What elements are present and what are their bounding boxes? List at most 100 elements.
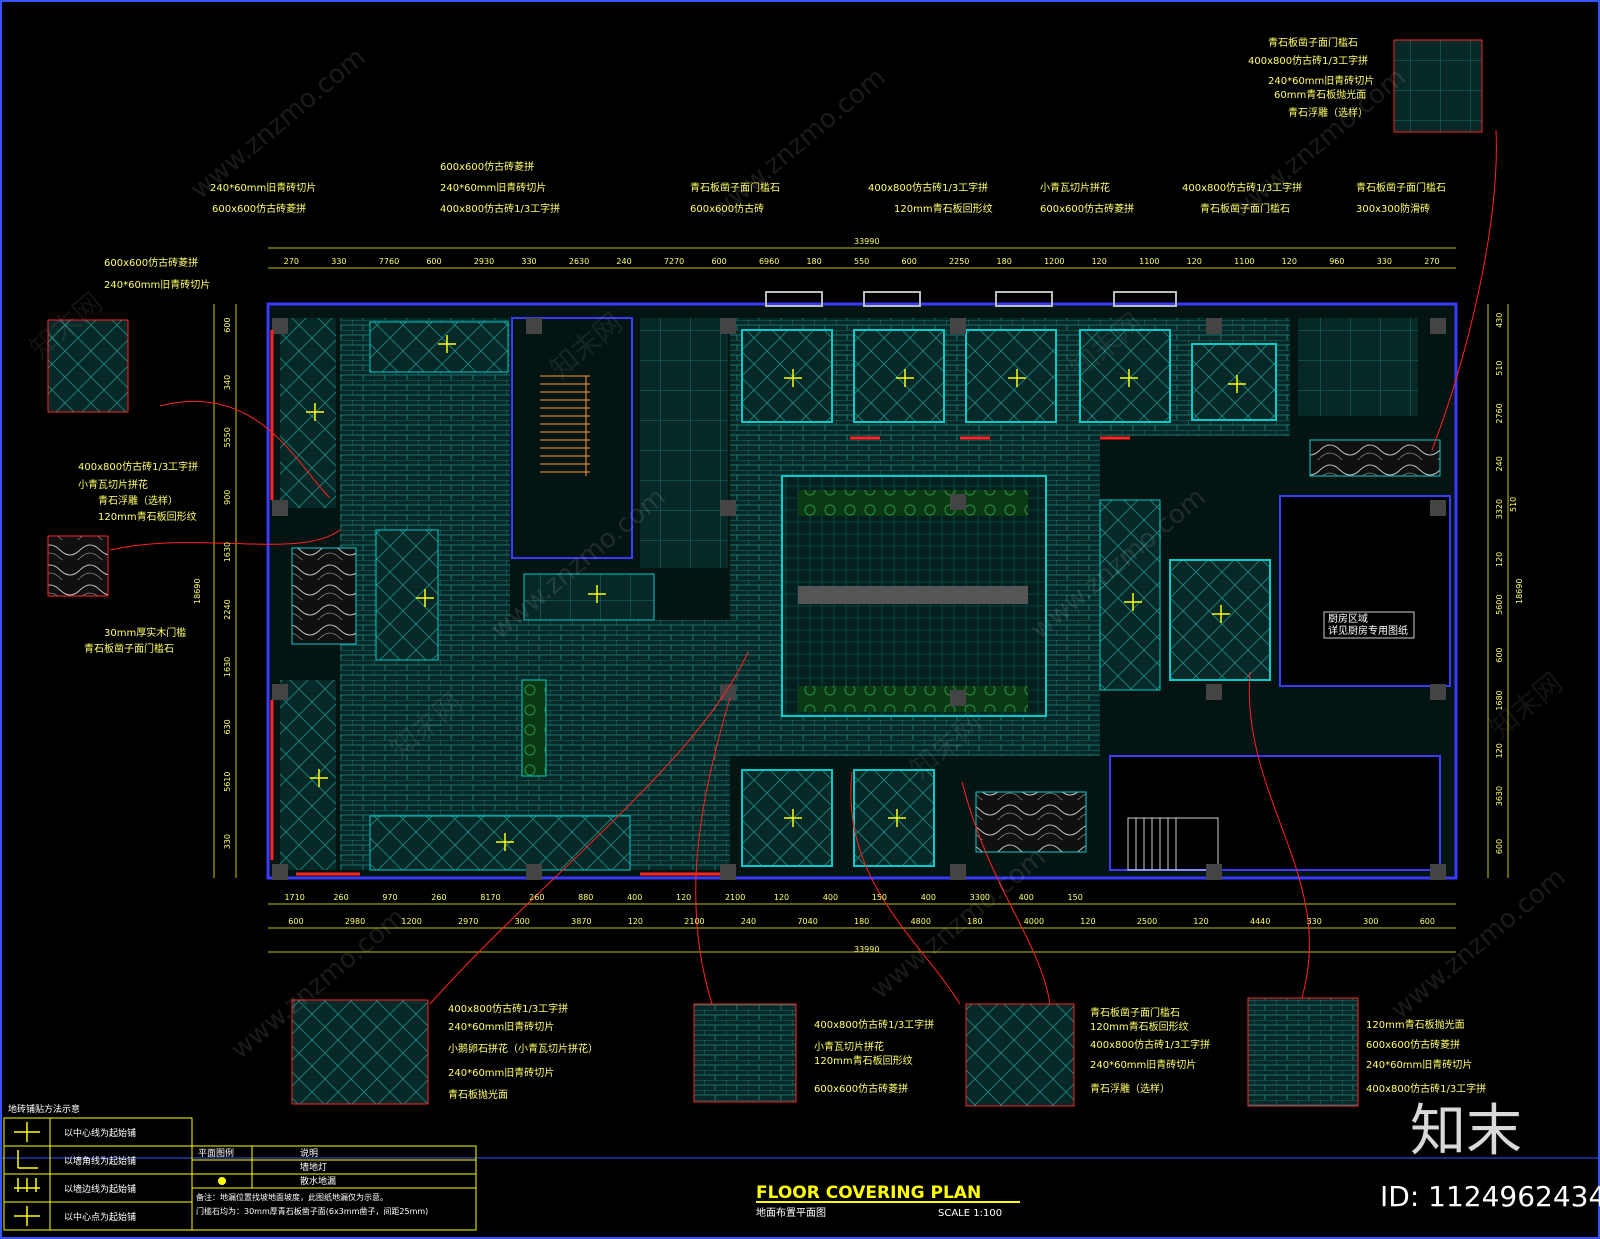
d3-callout-0: 青石板凿子面门槛石 xyxy=(1090,1006,1180,1019)
legend-item-1: 以墙角线为起始铺 xyxy=(64,1155,136,1167)
dim-label: 900 xyxy=(223,490,232,505)
right-dim-labels: 4305102760240332012056006001680120363060… xyxy=(1495,313,1504,854)
right-corridor-diamond xyxy=(1099,499,1161,691)
dim-label: 600 xyxy=(426,257,441,266)
dim-label: 180 xyxy=(806,257,821,266)
dim-label: 400 xyxy=(1019,893,1034,902)
legend-row-0: 墙地灯 xyxy=(300,1161,327,1173)
stair-steps xyxy=(540,375,590,476)
dim-label: 330 xyxy=(521,257,536,266)
dim-label: 330 xyxy=(1307,917,1322,926)
callout-c1: 青石板凿子面门槛石 xyxy=(690,181,780,194)
dim-label: 150 xyxy=(1068,893,1083,902)
d2-callout-0: 400x800仿古砖1/3工字拼 xyxy=(814,1018,934,1031)
legend-item-3: 以中心点为起始铺 xyxy=(64,1211,136,1223)
dim-label: 600 xyxy=(223,317,232,332)
d2-callout-2: 120mm青石板回形纹 xyxy=(814,1054,913,1067)
callout-c2: 600x600仿古砖 xyxy=(690,202,764,215)
plan-title: FLOOR COVERING PLAN xyxy=(756,1183,981,1203)
callout-d2: 120mm青石板回形纹 xyxy=(894,202,993,215)
private-room-3 xyxy=(965,329,1057,423)
antislip-area xyxy=(1298,318,1418,416)
dim-label: 2970 xyxy=(458,917,478,926)
overall-dim-bottom: 33990 xyxy=(854,945,879,954)
dim-label: 5610 xyxy=(223,772,232,792)
dim-label: 600 xyxy=(288,917,303,926)
d3-callout-3: 240*60mm旧青砖切片 xyxy=(1090,1058,1196,1071)
dim-label: 600 xyxy=(1495,647,1504,662)
overall-dim-top: 33990 xyxy=(854,237,879,246)
dim-label: 3320 xyxy=(1495,499,1504,519)
callout-a1: 600x600仿古砖菱拼 xyxy=(440,160,534,173)
callout-a2: 240*60mm旧青砖切片 xyxy=(440,181,546,194)
detail-leaders xyxy=(109,129,1497,1005)
dim-label: 260 xyxy=(529,893,544,902)
dim-label: 120 xyxy=(1495,743,1504,758)
plan-subtitle: 地面布置平面图 xyxy=(756,1206,826,1219)
room-label-2: 详见厨房专用图纸 xyxy=(1328,624,1408,637)
tr-callout-3: 60mm青石板抛光面 xyxy=(1274,88,1366,101)
image-id: ID: 1124962434 xyxy=(1380,1180,1600,1213)
d4-callout-0: 120mm青石板抛光面 xyxy=(1366,1018,1465,1031)
left-corridor-upper xyxy=(280,318,336,508)
windows-top xyxy=(765,291,1177,307)
back-stair xyxy=(1127,817,1219,871)
back-area xyxy=(1109,755,1441,871)
dim-label: 120 xyxy=(676,893,691,902)
dim-label: 550 xyxy=(854,257,869,266)
callout-t1: 600x600仿古砖菱拼 xyxy=(104,256,198,269)
right-room-diamond xyxy=(1169,559,1271,681)
stair-well xyxy=(511,317,633,559)
dim-label: 1100 xyxy=(1234,257,1254,266)
dim-label: 120 xyxy=(1495,552,1504,567)
dim-label: 2760 xyxy=(1495,403,1504,423)
dim-label: 120 xyxy=(1092,257,1107,266)
callout-u2: 小青瓦切片拼花 xyxy=(78,478,148,491)
dim-label: 240 xyxy=(741,917,756,926)
legend-note-2: 门槛石均为：30mm厚青石板凿子面(6x3mm凿子，间距25mm) xyxy=(196,1206,428,1216)
callout-v2: 青石板凿子面门槛石 xyxy=(84,642,174,655)
callout-f1: 400x800仿古砖1/3工字拼 xyxy=(1182,181,1302,194)
callout-e2: 600x600仿古砖菱拼 xyxy=(1040,202,1134,215)
thresholds xyxy=(270,330,1130,876)
dim-label: 2630 xyxy=(569,257,589,266)
watermark-site-1: www.znzmo.com xyxy=(185,42,371,205)
dim-label: 8170 xyxy=(480,893,500,902)
dim-label: 5550 xyxy=(223,427,232,447)
private-room-4 xyxy=(1079,329,1171,423)
d1-callout-4: 青石板抛光面 xyxy=(448,1088,508,1101)
d2-callout-1: 小青瓦切片拼花 xyxy=(814,1040,884,1053)
callout-b2: 600x600仿古砖菱拼 xyxy=(212,202,306,215)
dimension-lines xyxy=(213,247,1509,953)
court-center-strip xyxy=(798,586,1028,604)
callout-g2: 300x300防滑砖 xyxy=(1356,202,1430,215)
dim-label: 5600 xyxy=(1495,595,1504,615)
d1-callout-3: 240*60mm旧青砖切片 xyxy=(448,1066,554,1079)
floor-plan xyxy=(266,291,1458,880)
brand-logo: 知末 xyxy=(1410,1099,1522,1164)
d2-callout-3: 600x600仿古砖菱拼 xyxy=(814,1082,908,1095)
dim-label: 1680 xyxy=(1495,690,1504,710)
dim-label: 120 xyxy=(1282,257,1297,266)
legend-item-0: 以中心线为起始铺 xyxy=(64,1127,136,1139)
callout-d1: 400x800仿古砖1/3工字拼 xyxy=(868,181,988,194)
dim-label: 4000 xyxy=(1024,917,1044,926)
tr-callout-0: 青石板凿子面门槛石 xyxy=(1268,36,1358,49)
dim-label: 880 xyxy=(578,893,593,902)
dim-label: 300 xyxy=(515,917,530,926)
d1-callout-0: 400x800仿古砖1/3工字拼 xyxy=(448,1002,568,1015)
dim-label: 240 xyxy=(616,257,631,266)
dim-label: 120 xyxy=(1193,917,1208,926)
dim-label: 7040 xyxy=(797,917,817,926)
watermark-site-8: www.znzmo.com xyxy=(1385,862,1571,1025)
dim-label: 400 xyxy=(627,893,642,902)
left-total-dim: 18690 xyxy=(193,579,202,604)
callout-u1: 400x800仿古砖1/3工字拼 xyxy=(78,460,198,473)
dim-label: 260 xyxy=(431,893,446,902)
dim-label: 510 xyxy=(1495,360,1504,375)
detail-box-top-right xyxy=(1393,39,1483,133)
